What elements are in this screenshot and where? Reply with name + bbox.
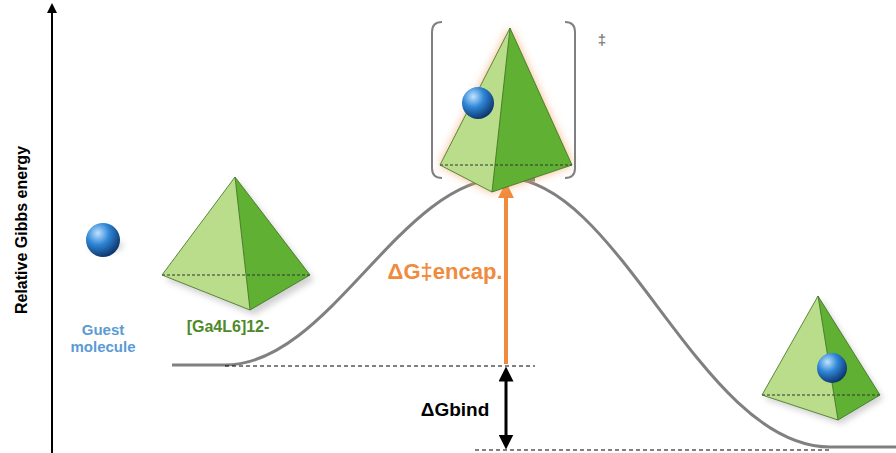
barrier-arrow <box>504 190 508 364</box>
cage-edge <box>762 296 880 420</box>
bracket <box>565 22 575 178</box>
host-tetrahedron <box>162 177 314 315</box>
axis-label: Relative Gibbs energy <box>13 146 31 314</box>
cage-face <box>235 177 310 310</box>
complex-tetrahedron <box>762 296 883 424</box>
hidden-edge <box>162 275 310 276</box>
cage-edge <box>235 177 250 310</box>
cage-edge <box>162 177 310 310</box>
guest-sphere <box>817 353 847 383</box>
binding-arrow <box>505 374 508 442</box>
guest-label: Guest molecule <box>63 321 143 356</box>
barrier-label: ΔG‡encap. <box>388 259 503 284</box>
guest-sphere <box>462 87 494 119</box>
transition-mark: ‡ <box>598 31 606 48</box>
cage-glow <box>440 28 572 192</box>
cage-face <box>818 296 880 420</box>
cage-face <box>162 177 250 310</box>
y-axis <box>51 8 53 453</box>
reference-line <box>225 366 535 367</box>
cage-edge <box>440 28 572 192</box>
hidden-edge <box>440 165 572 166</box>
reference-line <box>475 450 830 451</box>
hidden-edge <box>762 395 880 396</box>
binding-label: ΔGbind <box>421 399 490 421</box>
guest-sphere <box>86 223 120 257</box>
bracket <box>432 22 442 178</box>
cage-face <box>492 28 572 192</box>
cage-edge <box>492 28 510 192</box>
transition-tetrahedron <box>440 28 572 192</box>
host-label: [Ga4L6]12- <box>187 318 270 336</box>
energy-curve <box>172 178 896 447</box>
